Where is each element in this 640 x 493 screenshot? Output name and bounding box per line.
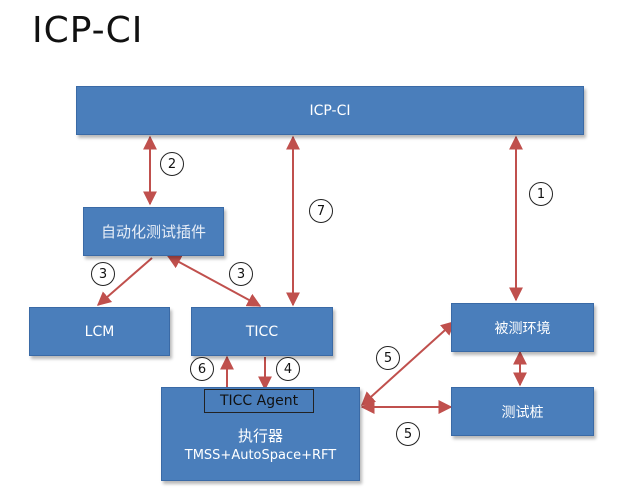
arrow-plugin-lcm <box>96 257 153 306</box>
step-4-badge: 4 <box>276 357 300 381</box>
arrow-plugin-ticc <box>166 255 262 307</box>
step-2-badge: 2 <box>160 152 184 176</box>
env-label: 被测环境 <box>494 320 551 337</box>
step-3-right-badge: 3 <box>229 262 253 286</box>
executor-tools-label: TMSS+AutoSpace+RFT <box>184 448 337 463</box>
test-plugin-label: 自动化测试插件 <box>100 223 206 241</box>
step-5-bottom-badge: 5 <box>396 422 420 446</box>
icp-ci-label: ICP-CI <box>309 102 351 119</box>
executor-label: 执行器 <box>237 427 283 445</box>
executor-box: 执行器 TMSS+AutoSpace+RFT <box>161 387 360 481</box>
stub-label: 测试桩 <box>501 404 544 421</box>
ticc-agent-box: TICC Agent <box>204 389 314 413</box>
step-1-badge: 1 <box>529 182 553 206</box>
ticc-label: TICC <box>245 323 279 340</box>
step-3-left-badge: 3 <box>91 262 115 286</box>
step-6-badge: 6 <box>190 357 214 381</box>
test-plugin-box: 自动化测试插件 <box>83 207 224 256</box>
ticc-box: TICC <box>191 307 333 356</box>
stub-box: 测试桩 <box>451 387 594 436</box>
arrow-exec-env <box>360 321 456 406</box>
step-7-badge: 7 <box>309 199 333 223</box>
lcm-box: LCM <box>29 307 170 356</box>
page-title: ICP-CI <box>32 10 144 51</box>
lcm-label: LCM <box>84 323 115 340</box>
icp-ci-box: ICP-CI <box>76 86 584 135</box>
env-box: 被测环境 <box>451 303 594 352</box>
step-5-top-badge: 5 <box>376 346 400 370</box>
